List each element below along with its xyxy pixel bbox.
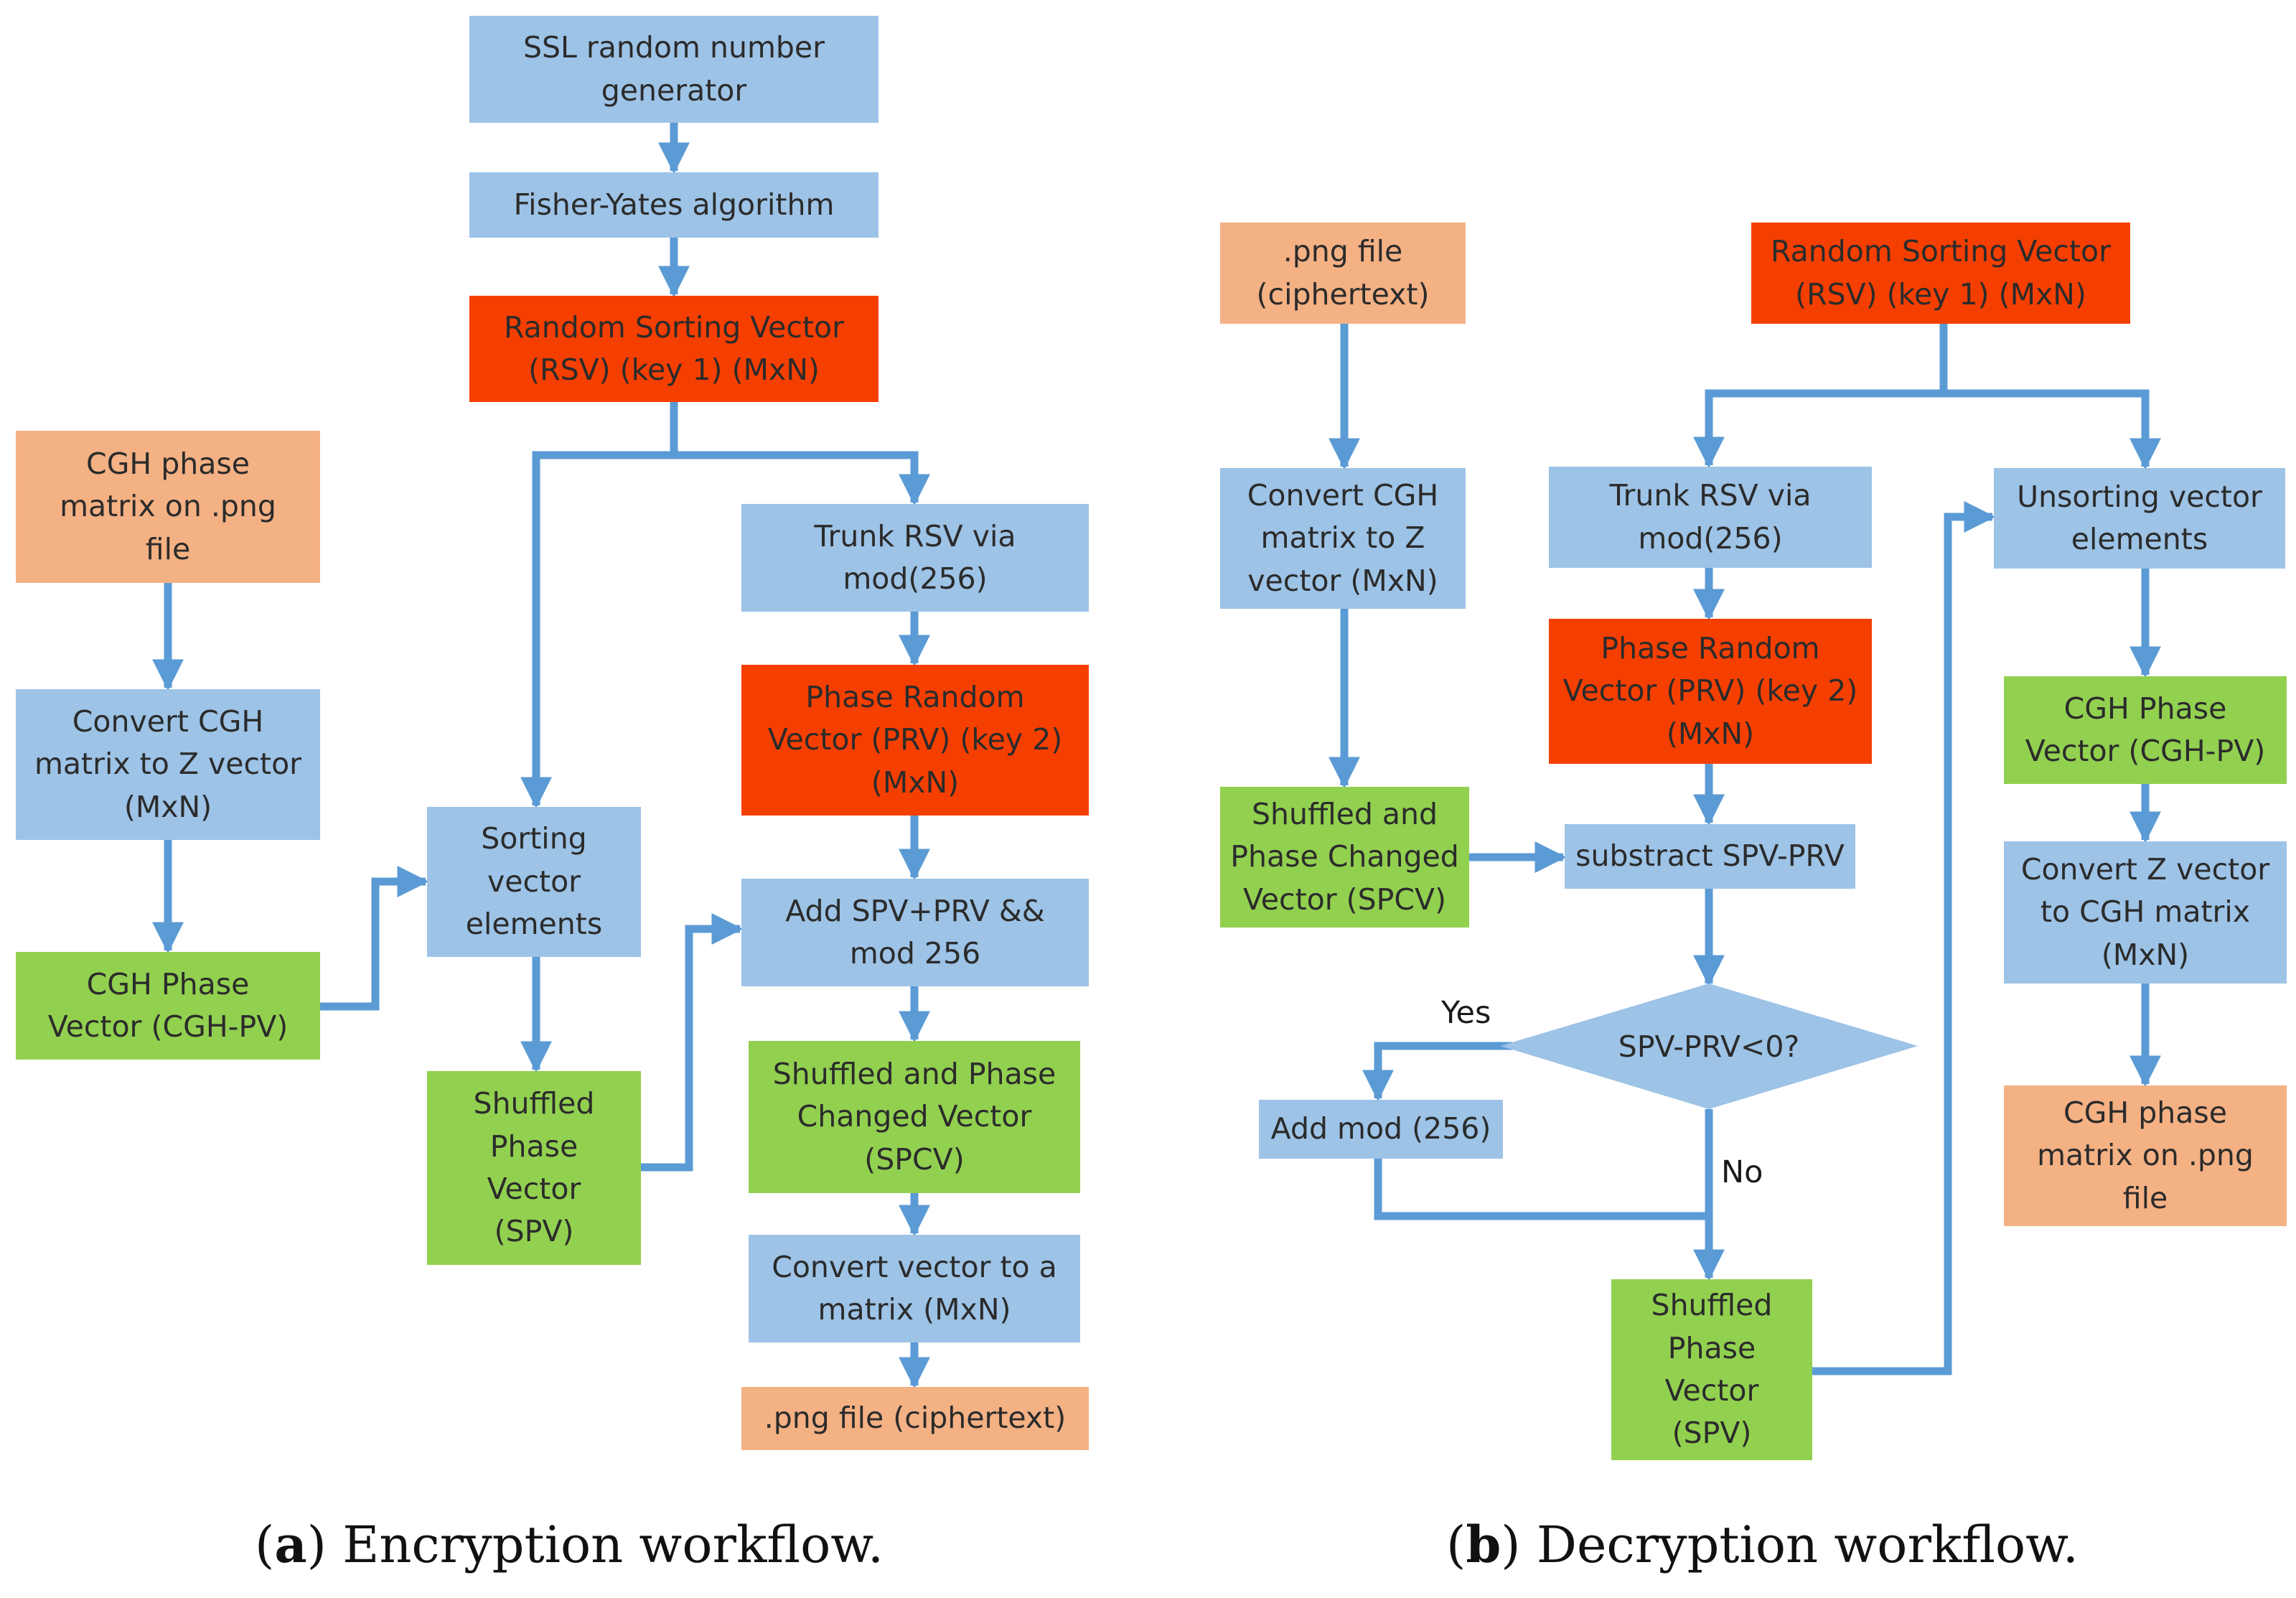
- arrow-rsv-to-trunk: [670, 402, 930, 506]
- caption-a-letter: a: [274, 1515, 307, 1574]
- trunk-rsv-box: Trunk RSV via mod(256): [741, 504, 1089, 612]
- cgh-phase-png-d-box: CGH phase matrix on .png file: [2004, 1085, 2287, 1226]
- png-ciphertext-out-box: .png file (ciphertext): [741, 1387, 1089, 1450]
- png-ciphertext-in-box: .png file (ciphertext): [1220, 223, 1466, 324]
- caption-b-letter: b: [1466, 1515, 1501, 1574]
- spcv-box: Shuffled and Phase Changed Vector (SPCV): [749, 1041, 1080, 1193]
- sorting-elements-box: Sorting vector elements: [427, 807, 641, 957]
- add-spv-prv-box: Add SPV+PRV && mod 256: [741, 879, 1089, 986]
- decision-diamond: [1500, 983, 1918, 1109]
- cgh-phase-png-box: CGH phase matrix on .png file: [16, 431, 320, 583]
- unsorting-elements-box: Unsorting vector elements: [1994, 468, 2285, 569]
- arrow-rsv-to-sorting: [520, 451, 674, 809]
- caption-b-text: Decryption workflow.: [1520, 1515, 2079, 1574]
- add-mod-box: Add mod (256): [1259, 1100, 1503, 1159]
- arrow-cghpv-to-sorting: [319, 866, 429, 1011]
- arrow-spv-to-add: [641, 913, 744, 1172]
- convert-cgh-d-box: Convert CGH matrix to Z vector (MxN): [1220, 468, 1466, 609]
- convert-cgh-box: Convert CGH matrix to Z vector (MxN): [16, 689, 320, 840]
- arrow-spv-to-unsort: [1812, 501, 1996, 1375]
- no-label: No: [1721, 1154, 1763, 1190]
- decision-label: SPV-PRV<0?: [1618, 1029, 1800, 1064]
- arrow-rsv-to-trunk-d: [1693, 324, 1948, 469]
- prv-key2-d-box: Phase Random Vector (PRV) (key 2) (MxN): [1549, 619, 1872, 764]
- trunk-rsv-d-box: Trunk RSV via mod(256): [1549, 467, 1872, 568]
- spcv-d-box: Shuffled and Phase Changed Vector (SPCV): [1220, 787, 1469, 928]
- caption-encryption: (a) Encryption workflow.: [255, 1515, 884, 1574]
- shuffled-phase-vector-box: Shuffled Phase Vector (SPV): [427, 1071, 641, 1265]
- rsv-key1-d-box: Random Sorting Vector (RSV) (key 1) (MxN…: [1751, 223, 2130, 324]
- subtract-box: substract SPV-PRV: [1565, 824, 1855, 889]
- prv-key2-box: Phase Random Vector (PRV) (key 2) (MxN): [741, 665, 1089, 816]
- rsv-key1-box: Random Sorting Vector (RSV) (key 1) (MxN…: [469, 296, 878, 402]
- cgh-phase-vector-d-box: CGH Phase Vector (CGH-PV): [2004, 676, 2287, 784]
- arrow-rsv-to-unsort: [1944, 389, 2161, 470]
- convert-z-vector-box: Convert Z vector to CGH matrix (MxN): [2004, 841, 2287, 983]
- arrow-addmod-to-spv: [1374, 1159, 1709, 1220]
- convert-vector-matrix-box: Convert vector to a matrix (MxN): [749, 1235, 1080, 1342]
- spv-d-box: Shuffled Phase Vector (SPV): [1611, 1279, 1812, 1460]
- caption-decryption: (b) Decryption workflow.: [1446, 1515, 2079, 1574]
- ssl-generator-box: SSL random number generator: [469, 16, 878, 123]
- fisher-yates-box: Fisher-Yates algorithm: [469, 172, 878, 238]
- yes-label: Yes: [1441, 995, 1491, 1031]
- cgh-phase-vector-box: CGH Phase Vector (CGH-PV): [16, 952, 320, 1060]
- caption-a-text: Encryption workflow.: [326, 1515, 884, 1574]
- arrow-decision-yes-to-addmod: [1362, 1042, 1512, 1102]
